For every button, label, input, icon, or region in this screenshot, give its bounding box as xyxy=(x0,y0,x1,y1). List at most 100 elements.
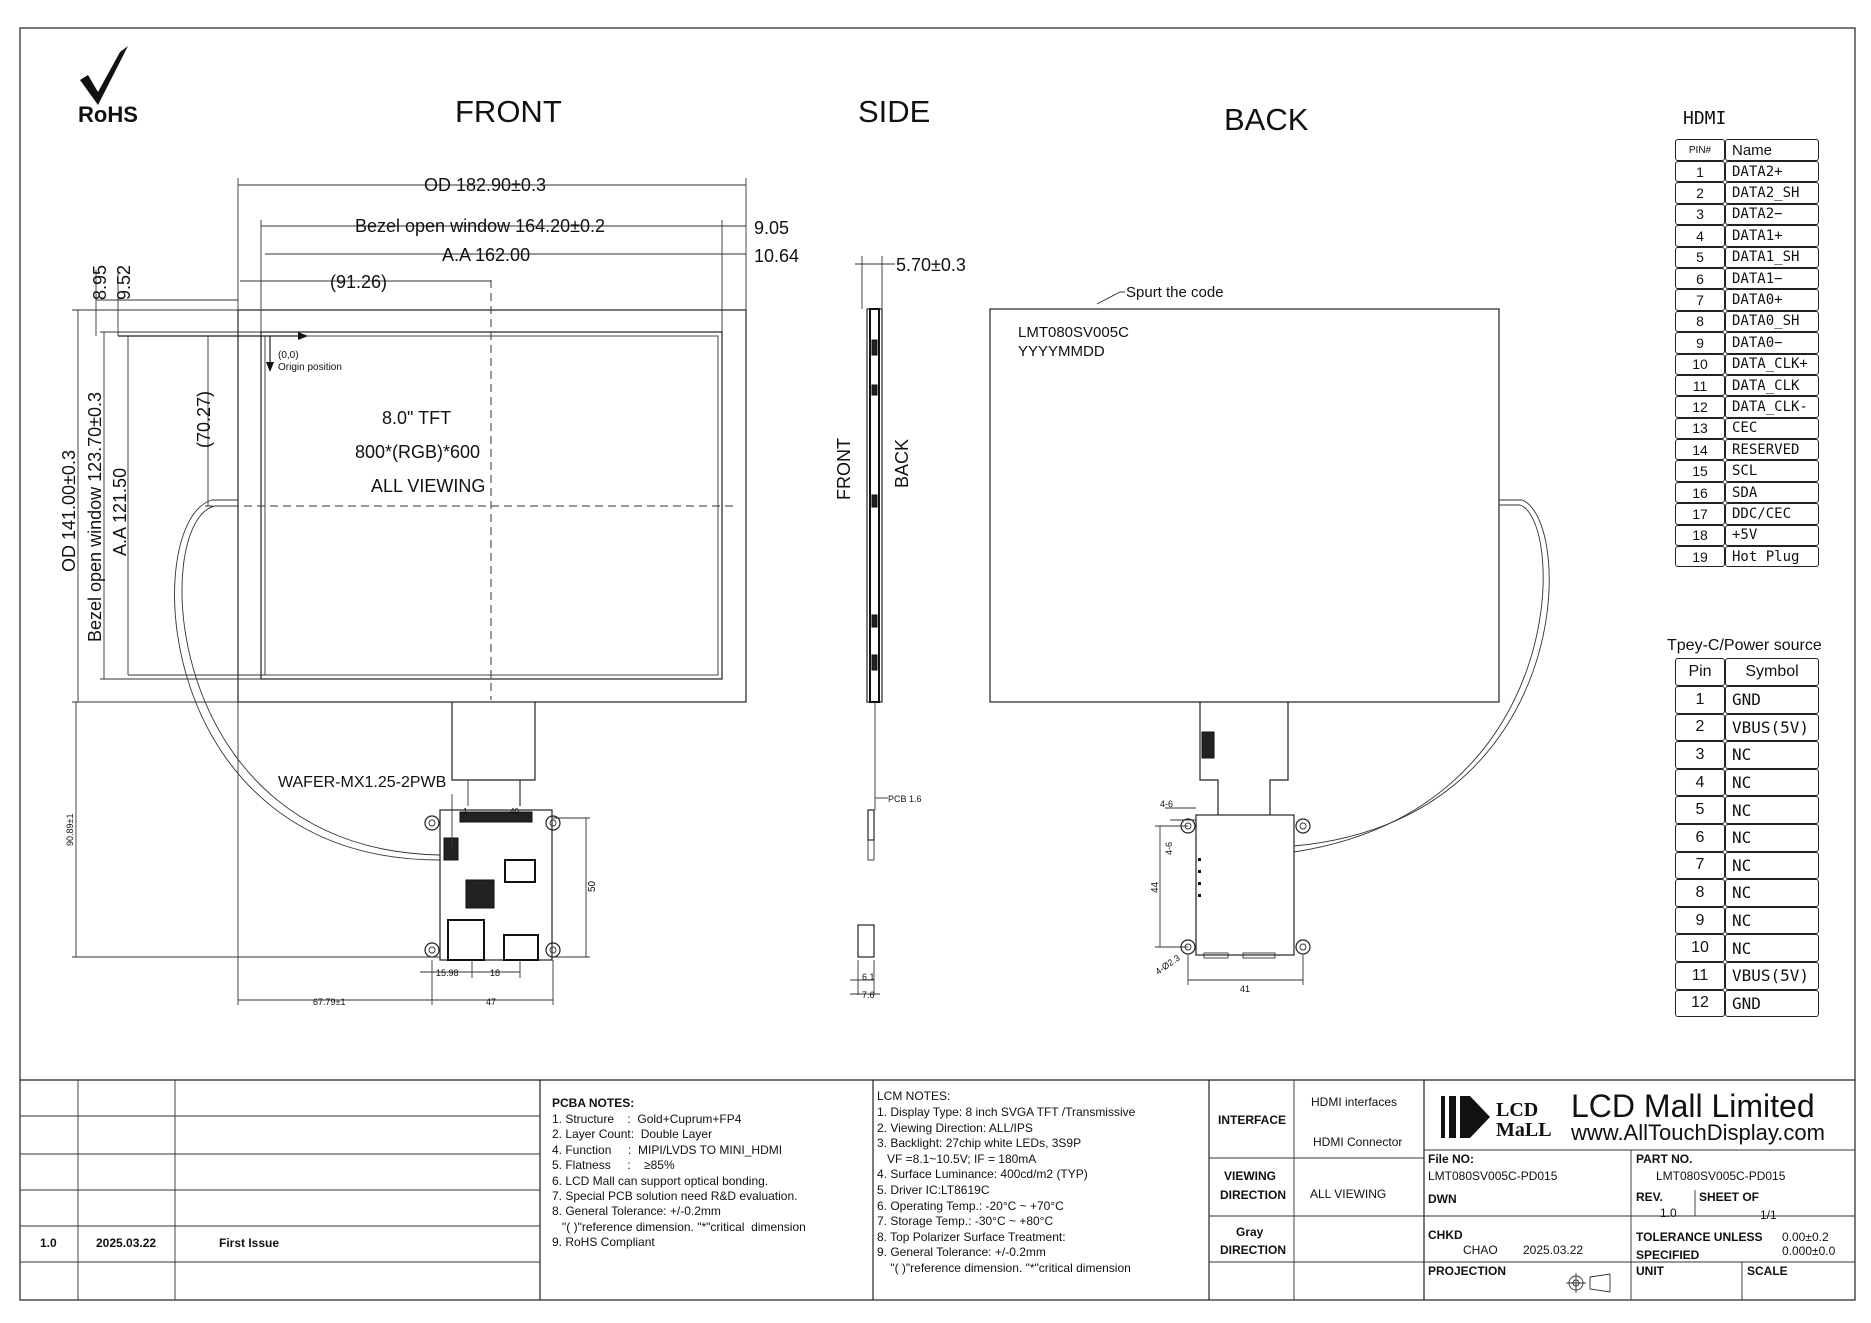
pin-number-cell: 4 xyxy=(1675,768,1725,797)
origin-coord: (0,0) xyxy=(278,350,299,361)
side-view-title: SIDE xyxy=(858,94,930,129)
pin-name-cell: DATA_CLK xyxy=(1725,374,1819,397)
dim-8-95: 8.95 xyxy=(90,265,110,300)
pin-name-cell: GND xyxy=(1725,686,1819,714)
revision-description: First Issue xyxy=(219,1236,280,1250)
pin-name-cell: RESERVED xyxy=(1725,439,1819,461)
front-pcb-board xyxy=(439,809,553,961)
dim-67-79: 67.79±1 xyxy=(313,997,345,1007)
note-line: 6. LCD Mall can support optical bonding. xyxy=(552,1173,769,1188)
pin-name-cell: +5V xyxy=(1725,524,1819,547)
dim-90-89: 90.89±1 xyxy=(65,814,75,846)
pin-name-cell: GND xyxy=(1725,989,1819,1018)
pin-number-cell: 10 xyxy=(1675,353,1725,375)
pin-name-cell: SDA xyxy=(1725,481,1819,504)
pin-number-cell: 6 xyxy=(1675,267,1725,290)
dim-70-27: (70.27) xyxy=(194,391,214,448)
dim-9-52: 9.52 xyxy=(114,265,134,300)
side-thickness: 5.70±0.3 xyxy=(896,255,966,275)
back-dim-4-6a: 4-6 xyxy=(1160,799,1173,809)
dwn-label: DWN xyxy=(1428,1192,1457,1206)
dim-od-height: OD 141.00±0.3 xyxy=(59,450,79,572)
dim-od-width: OD 182.90±0.3 xyxy=(424,175,546,195)
viewing-label-1: VIEWING xyxy=(1224,1169,1277,1183)
interface-value-2: HDMI Connector xyxy=(1313,1135,1403,1149)
dim-bezel-height: Bezel open window 123.70±0.3 xyxy=(85,392,105,642)
tolerance-label-1: TOLERANCE UNLESS xyxy=(1636,1230,1763,1244)
unit-label: UNIT xyxy=(1636,1264,1664,1278)
note-line: 4. Surface Luminance: 400cd/m2 (TYP) xyxy=(877,1167,1088,1182)
pin-name-cell: DATA0_SH xyxy=(1725,310,1819,333)
hdmi-table-title: HDMI xyxy=(1683,108,1726,129)
pin-number-cell: 15 xyxy=(1675,460,1725,482)
dim-15-98: 15.98 xyxy=(436,968,459,978)
company-logo-text: LCD MaLL xyxy=(1496,1099,1552,1141)
dim-91-26: (91.26) xyxy=(330,272,387,292)
wafer-label: WAFER-MX1.25-2PWB xyxy=(278,774,446,791)
chkd-label: CHKD xyxy=(1428,1228,1463,1242)
panel-resolution: 800*(RGB)*600 xyxy=(355,442,480,462)
revision-number: 1.0 xyxy=(40,1236,57,1250)
pin1-label: 1 xyxy=(463,807,468,816)
note-line: 1. Structure : Gold+Cuprum+FP4 xyxy=(552,1112,742,1126)
pin-name-cell: NC xyxy=(1725,796,1819,824)
table-header-cell: Pin xyxy=(1675,658,1725,686)
pin-number-cell: 1 xyxy=(1675,686,1725,714)
note-line: 5. Flatness : ≥85% xyxy=(552,1158,675,1173)
note-line: 7. Storage Temp.: -30°C ~ +80°C xyxy=(877,1214,1054,1229)
pin-number-cell: 9 xyxy=(1675,332,1725,354)
back-pcb-board xyxy=(1195,814,1295,956)
pin-name-cell: VBUS(5V) xyxy=(1725,713,1819,742)
table-row: 18+5V xyxy=(1675,524,1819,547)
pin-number-cell: 5 xyxy=(1675,796,1725,824)
rev-value: 1.0 xyxy=(1660,1206,1677,1220)
back-dim-4-6b: 4-6 xyxy=(1164,842,1174,855)
table-header-cell: Symbol xyxy=(1725,658,1819,686)
pin-name-cell: DATA_CLK- xyxy=(1725,396,1819,418)
panel-size: 8.0" TFT xyxy=(382,408,451,428)
note-line: "( )"reference dimension. "*"critical di… xyxy=(552,1219,806,1234)
table-header-cell: Name xyxy=(1725,139,1819,161)
typec-table-title: Tpey-C/Power source xyxy=(1667,637,1822,654)
back-dim-41: 41 xyxy=(1240,984,1250,994)
pin-number-cell: 12 xyxy=(1675,989,1725,1018)
chkd-date: 2025.03.22 xyxy=(1523,1243,1584,1257)
note-line: 2. Viewing Direction: ALL/IPS xyxy=(877,1120,1033,1135)
pin-number-cell: 6 xyxy=(1675,823,1725,852)
note-line: 9. General Tolerance: +/-0.2mm xyxy=(877,1245,1046,1260)
side-back-label: BACK xyxy=(892,439,912,488)
origin-label: Origin position xyxy=(278,362,342,373)
pin-name-cell: DATA2− xyxy=(1725,203,1819,226)
pin-number-cell: 11 xyxy=(1675,961,1725,990)
side-dim-7-6: 7.6 xyxy=(862,990,875,1000)
lcm-notes-list: 1. Display Type: 8 inch SVGA TFT /Transm… xyxy=(877,1105,1135,1277)
dim-50: 50 xyxy=(587,880,598,892)
pin-number-cell: 14 xyxy=(1675,439,1725,461)
table-header-row: Pin Symbol xyxy=(1675,658,1819,686)
note-line: 2. Layer Count: Double Layer xyxy=(552,1127,713,1142)
dim-9-05: 9.05 xyxy=(754,218,789,238)
file-no-value: LMT080SV005C-PD015 xyxy=(1428,1169,1558,1183)
pin-number-cell: 1 xyxy=(1675,161,1725,183)
pin-name-cell: NC xyxy=(1725,934,1819,962)
tolerance-label-2: SPECIFIED xyxy=(1636,1248,1700,1262)
rohs-text: RoHS xyxy=(78,102,138,127)
rohs-logo: RoHS xyxy=(78,46,138,127)
back-dim-44: 44 xyxy=(1150,881,1161,893)
